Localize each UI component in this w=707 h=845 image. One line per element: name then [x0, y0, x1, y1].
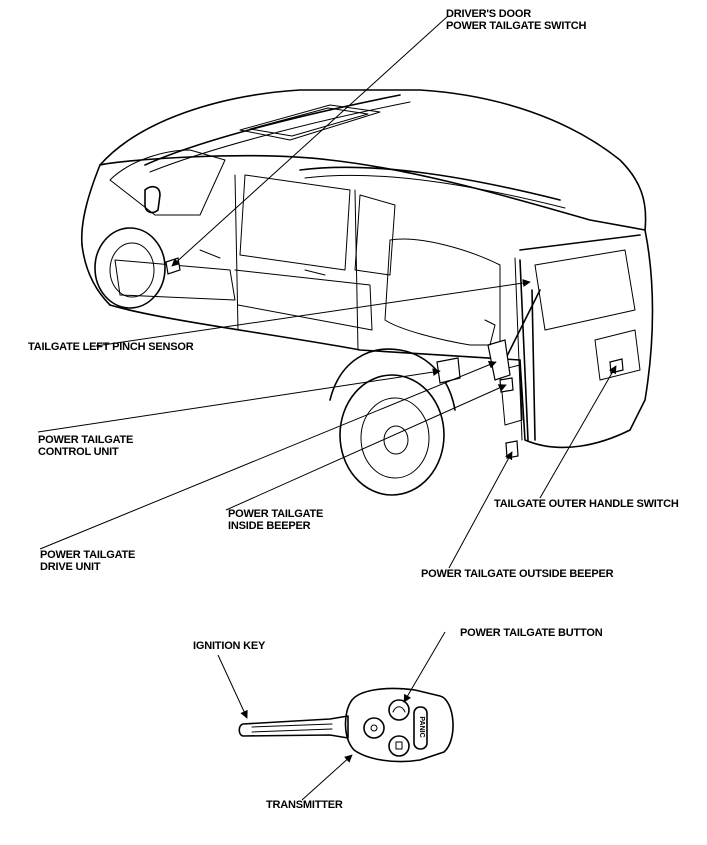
callout-line: DRIVE UNIT: [40, 561, 101, 573]
callout-drivers-door-switch: DRIVER'S DOOR POWER TAILGATE SWITCH: [446, 8, 586, 32]
callout-line: POWER TAILGATE BUTTON: [460, 627, 603, 639]
callout-left-pinch-sensor: TAILGATE LEFT PINCH SENSOR: [28, 341, 194, 353]
callout-line: INSIDE BEEPER: [228, 520, 311, 532]
callout-transmitter: TRANSMITTER: [266, 799, 343, 811]
leader-lines: [37, 15, 617, 801]
transmitter-fob: [344, 687, 454, 763]
callout-line: POWER TAILGATE: [40, 549, 136, 561]
callout-line: POWER TAILGATE SWITCH: [446, 20, 587, 32]
callout-outer-handle-switch: TAILGATE OUTER HANDLE SWITCH: [494, 498, 679, 510]
callout-drive-unit: POWER TAILGATE DRIVE UNIT: [40, 549, 135, 573]
callout-control-unit: POWER TAILGATE CONTROL UNIT: [38, 434, 133, 458]
callout-line: POWER TAILGATE: [228, 508, 324, 520]
panic-button-label: PANIC: [418, 716, 425, 738]
callout-inside-beeper: POWER TAILGATE INSIDE BEEPER: [228, 508, 323, 532]
callout-line: TRANSMITTER: [266, 799, 343, 811]
callout-line: TAILGATE OUTER HANDLE SWITCH: [494, 498, 679, 510]
callout-line: DRIVER'S DOOR: [446, 8, 531, 20]
callout-line: TAILGATE LEFT PINCH SENSOR: [28, 341, 194, 353]
callout-power-tailgate-button: POWER TAILGATE BUTTON: [460, 627, 603, 639]
ignition-key: [238, 715, 349, 739]
callout-line: CONTROL UNIT: [38, 446, 119, 458]
callout-ignition-key: IGNITION KEY: [193, 640, 265, 652]
callout-line: POWER TAILGATE: [38, 434, 134, 446]
callout-outside-beeper: POWER TAILGATE OUTSIDE BEEPER: [421, 568, 614, 580]
vehicle-illustration: [80, 89, 654, 496]
callout-line: POWER TAILGATE OUTSIDE BEEPER: [421, 568, 614, 580]
callout-line: IGNITION KEY: [193, 640, 266, 652]
